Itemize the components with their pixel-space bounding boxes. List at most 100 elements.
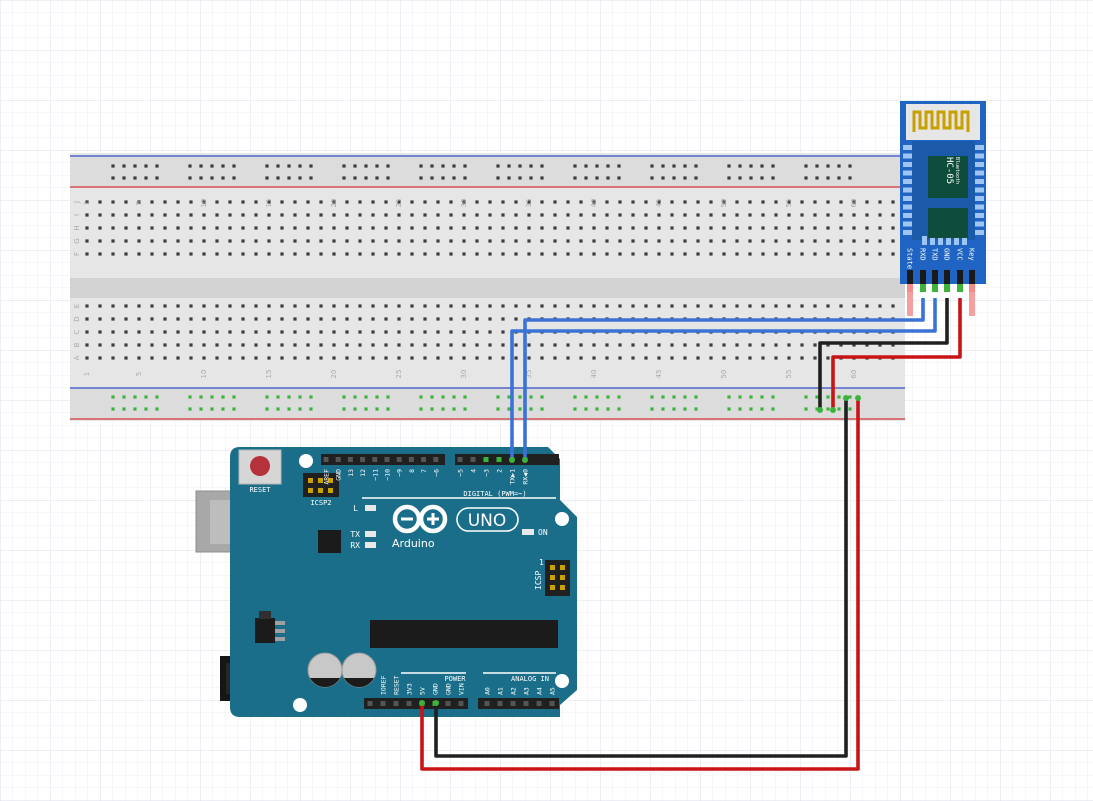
digital-pin-socket[interactable] [408,457,414,462]
breadboard-hole [150,213,154,217]
breadboard-hole [137,226,141,230]
power-pin-label: GND [432,683,440,695]
breadboard-hole [384,226,388,230]
digital-pin-socket[interactable] [421,457,427,462]
breadboard-hole [293,304,297,308]
digital-pin-socket[interactable] [433,457,439,462]
breadboard-hole [267,330,271,334]
column-number: 60 [850,199,858,208]
breadboard-hole [475,317,479,321]
breadboard-hole [852,213,856,217]
hc05-bottom-pad [962,236,967,245]
digital-pin-socket[interactable] [396,457,402,462]
power-pin-socket[interactable] [367,701,373,706]
digital-pin-socket[interactable] [347,457,353,462]
breadboard-hole [111,213,115,217]
rail-hole [760,395,764,399]
breadboard-hole [527,356,531,360]
hc05-side-pad [903,221,912,227]
breadboard-hole [137,239,141,243]
bottom-power-rail [70,387,905,420]
icsp-pin [560,585,565,590]
power-pin-socket[interactable] [458,701,464,706]
breadboard-hole [306,213,310,217]
rail-hole [529,407,533,411]
breadboard-hole [150,356,154,360]
rail-hole [199,164,203,168]
wire-end [830,407,836,413]
power-pin-socket[interactable] [380,701,386,706]
digital-pin-socket[interactable] [360,457,366,462]
rail-hole [760,407,764,411]
breadboard-hole [267,239,271,243]
hc05-pin-tip [957,284,963,292]
breadboard-hole [189,239,193,243]
breadboard-hole [852,304,856,308]
digital-pin-socket[interactable] [496,457,502,462]
breadboard-hole [280,200,284,204]
breadboard-hole [800,304,804,308]
breadboard-hole [787,252,791,256]
rail-hole [617,407,621,411]
rail-hole [540,407,544,411]
breadboard-hole [176,226,180,230]
breadboard-hole [189,304,193,308]
digital-pin-socket[interactable] [372,457,378,462]
breadboard-hole [618,200,622,204]
power-pin-socket[interactable] [393,701,399,706]
power-pin-socket[interactable] [445,701,451,706]
breadboard-hole [644,226,648,230]
column-number: 35 [525,370,533,379]
rail-hole [386,407,390,411]
rail-hole [188,176,192,180]
column-number: 45 [655,199,663,208]
breadboard-hole [124,304,128,308]
digital-pin-socket[interactable] [335,457,341,462]
usb-chip [318,530,341,553]
digital-label: DIGITAL (PWM=~) [463,490,526,498]
analog-pin-socket[interactable] [536,701,542,706]
breadboard-hole [631,200,635,204]
wire-black-gnd-module [818,298,949,410]
breadboard-hole [267,252,271,256]
breadboard-hole [878,343,882,347]
breadboard-hole [176,252,180,256]
analog-pin-socket[interactable] [497,701,503,706]
breadboard-hole [566,200,570,204]
digital-pin-socket[interactable] [384,457,390,462]
hc05-chip-2 [928,208,968,238]
digital-pin-socket[interactable] [323,457,329,462]
breadboard-hole [267,356,271,360]
hc05-side-pad [975,221,984,227]
analog-pin-socket[interactable] [523,701,529,706]
breadboard-hole [839,213,843,217]
breadboard-hole [618,226,622,230]
breadboard-hole [878,200,882,204]
breadboard-hole [631,304,635,308]
digital-pin-socket[interactable] [470,457,476,462]
breadboard-hole [397,304,401,308]
analog-pin-socket[interactable] [484,701,490,706]
breadboard-hole [891,304,895,308]
breadboard-hole [657,213,661,217]
breadboard-hole [228,317,232,321]
analog-pin-socket[interactable] [549,701,555,706]
icsp-label: ICSP [534,571,543,590]
breadboard-hole [527,213,531,217]
digital-pin-socket[interactable] [483,457,489,462]
rail-hole [309,395,313,399]
breadboard-hole [111,304,115,308]
rail-hole [672,395,676,399]
breadboard-hole [540,356,544,360]
digital-pin-socket[interactable] [457,457,463,462]
breadboard-hole [826,343,830,347]
rail-hole [199,407,203,411]
reset-button-cap[interactable] [250,456,270,476]
analog-pin-socket[interactable] [510,701,516,706]
breadboard-hole [163,343,167,347]
rail-hole [826,164,830,168]
power-pin-socket[interactable] [406,701,412,706]
led-rx-label: RX [350,541,360,550]
rail-hole [815,176,819,180]
breadboard-hole [878,226,882,230]
